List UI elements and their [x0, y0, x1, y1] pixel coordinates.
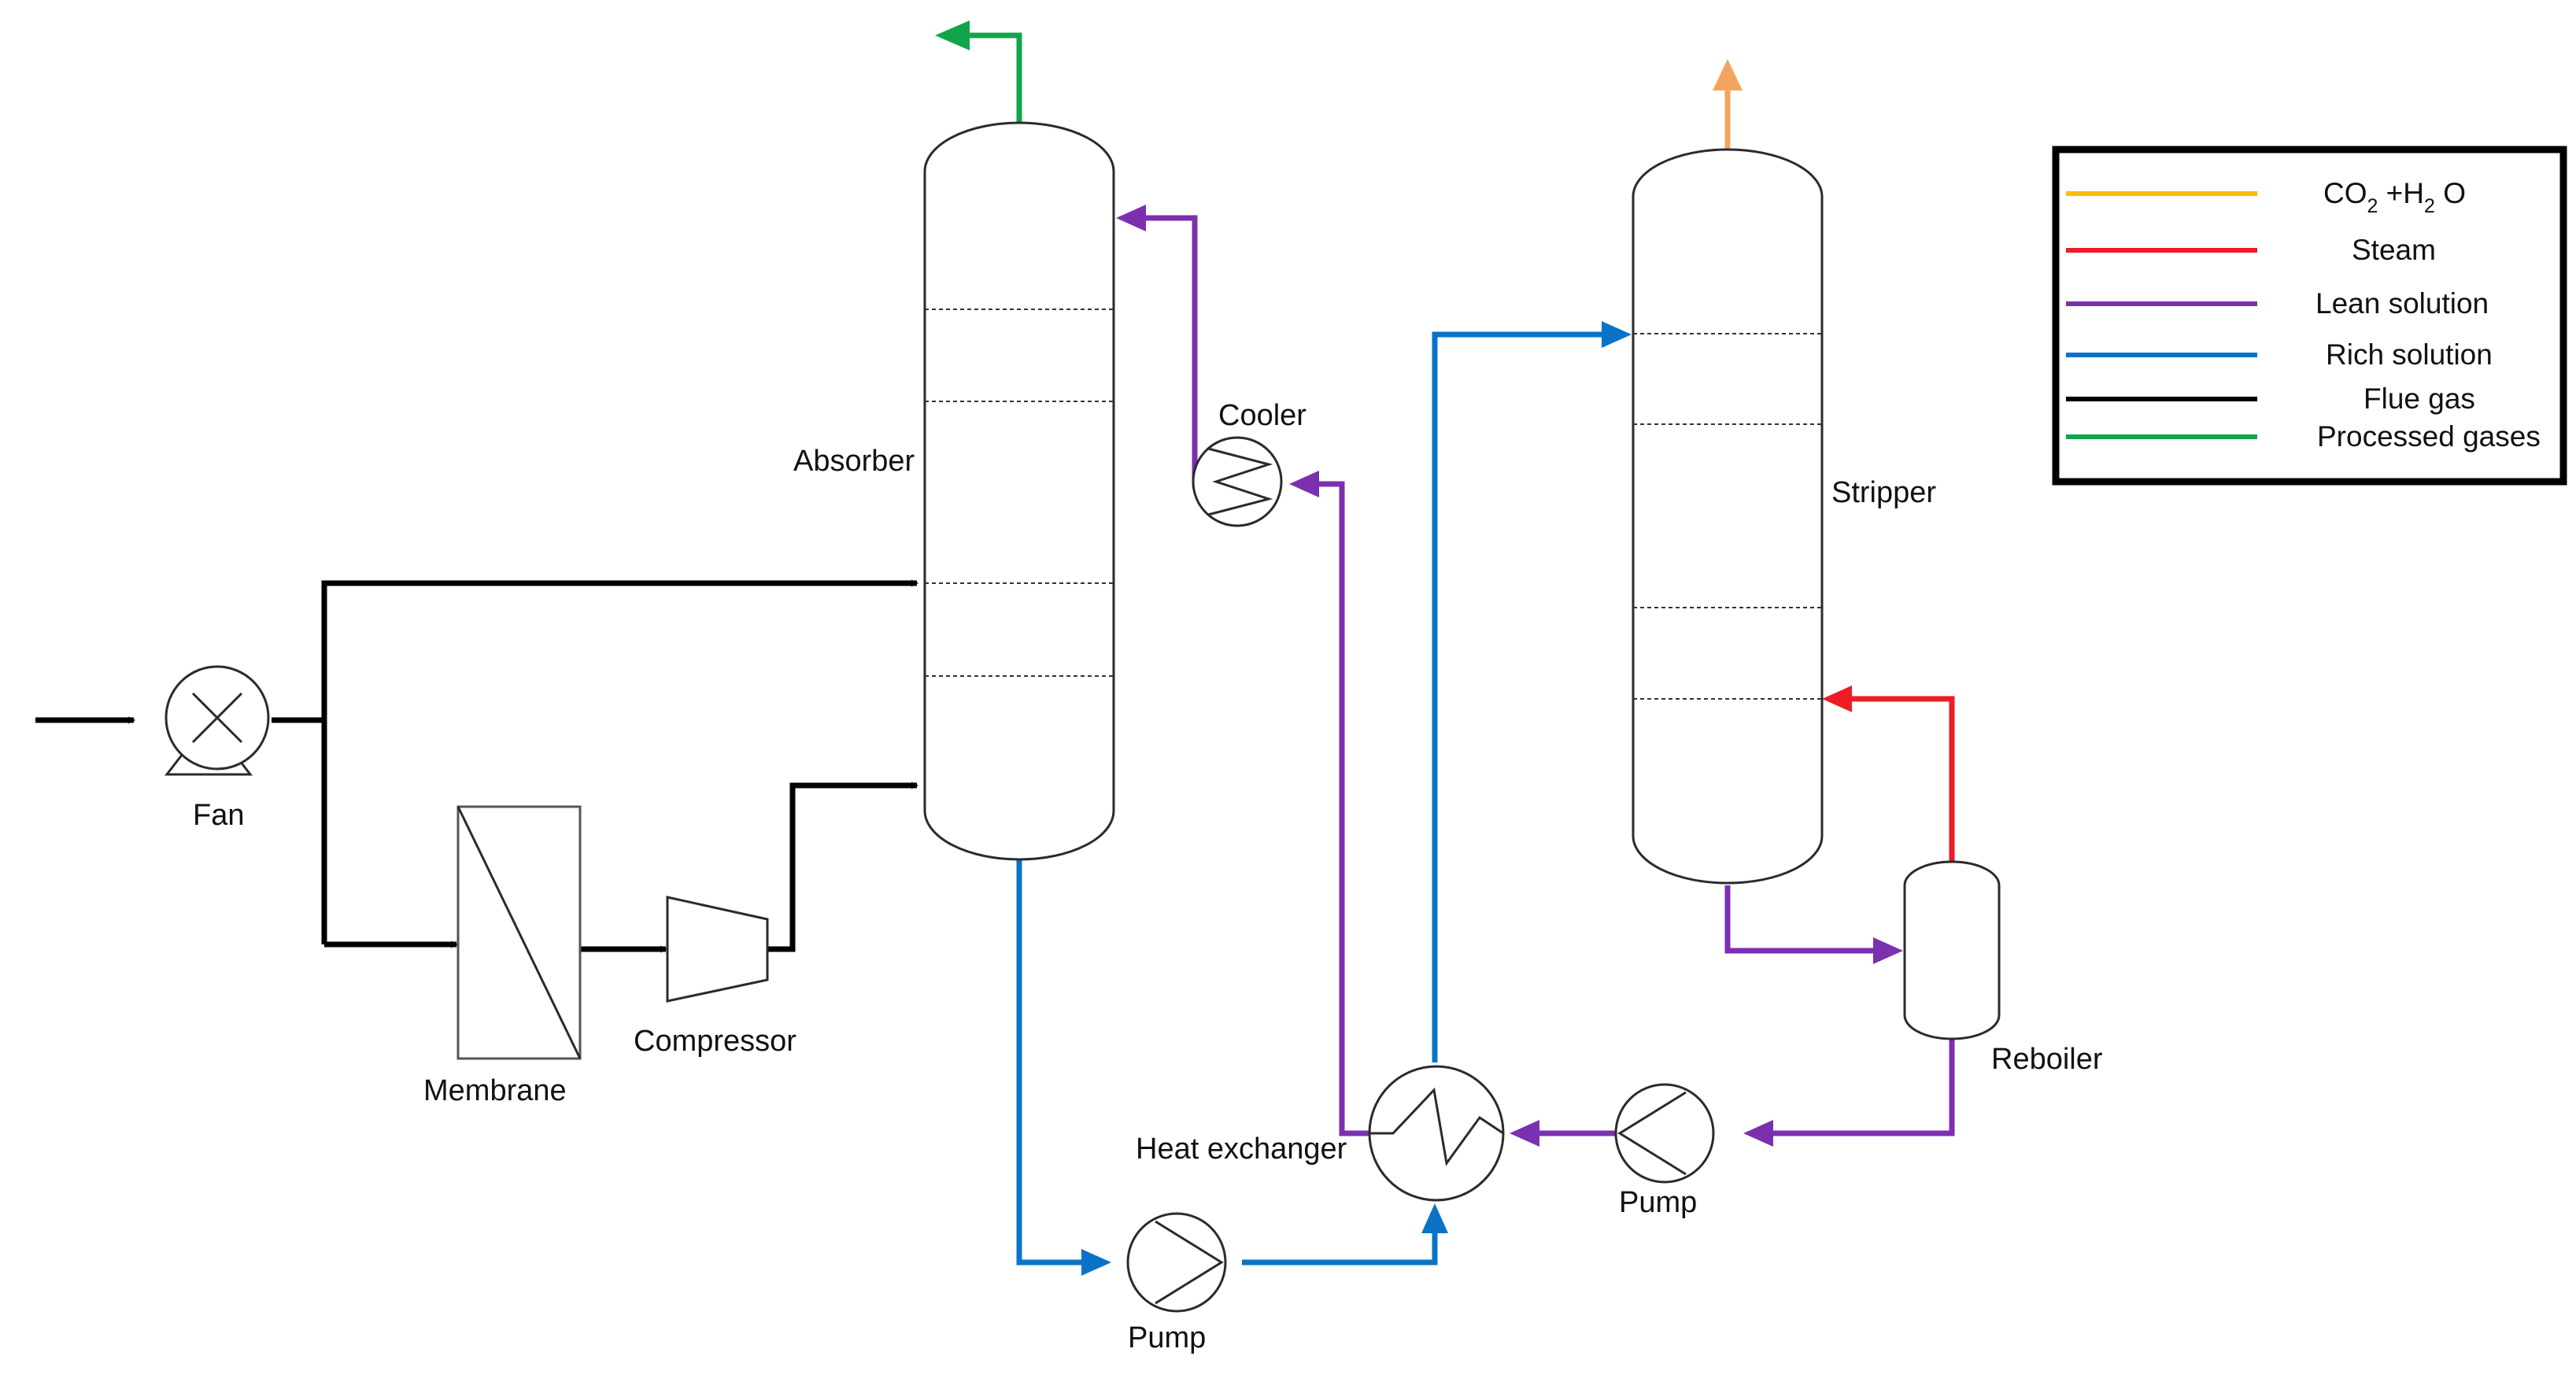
fan-icon	[164, 665, 270, 776]
steam-line	[1822, 685, 1955, 862]
absorber-column	[923, 121, 1115, 861]
legend-label-steam: Steam	[2352, 234, 2436, 266]
fan-label: Fan	[193, 799, 244, 832]
legend-label-lean: Lean solution	[2315, 287, 2489, 320]
legend-box	[2052, 146, 2567, 486]
lean-exchanger-to-cooler	[1318, 481, 1377, 1136]
legend-label-processed: Processed gases	[2317, 420, 2541, 453]
membrane-icon	[456, 805, 582, 1060]
rich-solution-lines	[1016, 321, 1632, 1276]
lean-stripper-to-reboiler	[1724, 885, 1877, 954]
lean-cooler-to-absorber	[1145, 215, 1208, 487]
rich-pump-to-exchanger	[1242, 1232, 1438, 1266]
rich-absorber-to-pump	[1016, 860, 1082, 1266]
flue-gas-lines	[35, 579, 918, 953]
cooler-icon	[1192, 436, 1283, 527]
membrane-label: Membrane	[423, 1074, 567, 1107]
lean-reboiler-to-pump	[1771, 1037, 1955, 1136]
heat-exchanger-label: Heat exchanger	[1136, 1133, 1347, 1166]
pump-rich-label: Pump	[1128, 1321, 1206, 1354]
lean-solution-lines	[1116, 205, 1955, 1147]
co2-vent-line	[1713, 59, 1743, 151]
stripper-label: Stripper	[1831, 476, 1936, 509]
pump-lean-label: Pump	[1619, 1186, 1697, 1219]
processed-gas-line	[935, 20, 1022, 126]
heat-exchanger-icon	[1368, 1065, 1505, 1202]
reboiler-vessel	[1903, 860, 2001, 1040]
legend-label-flue: Flue gas	[2363, 382, 2475, 415]
compressor-label: Compressor	[634, 1025, 796, 1058]
cooler-label: Cooler	[1218, 399, 1306, 432]
flue-gas-to-absorber	[321, 579, 918, 944]
reboiler-label: Reboiler	[1991, 1043, 2103, 1076]
rich-exchanger-to-stripper	[1432, 331, 1602, 1062]
pump-icon	[1126, 1212, 1227, 1313]
compressor-icon	[666, 896, 769, 1003]
legend-label-rich: Rich solution	[2326, 338, 2493, 371]
legend: CO2 +H2 O Steam Lean solution Rich solut…	[2052, 146, 2567, 486]
stripper-column	[1632, 148, 1824, 885]
legend-label-co2-h2o: CO2 +H2 O	[2323, 177, 2466, 217]
absorber-label: Absorber	[793, 445, 915, 478]
pump-icon	[1614, 1083, 1715, 1184]
compressor-to-absorber	[767, 782, 918, 952]
